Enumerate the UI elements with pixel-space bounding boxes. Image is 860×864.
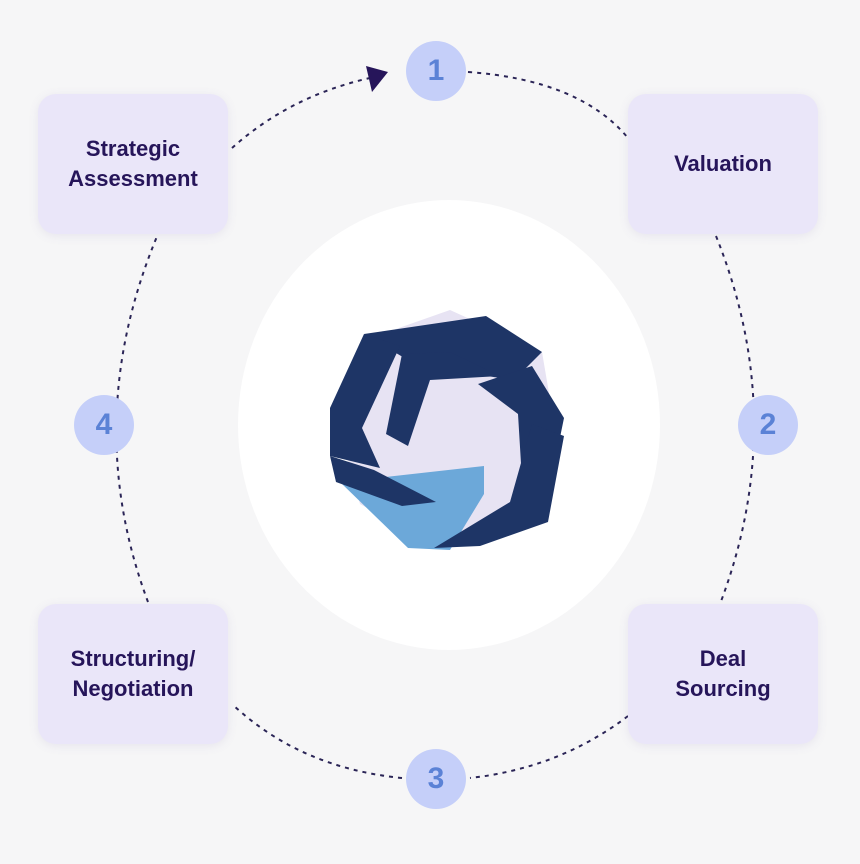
step-number-badge: 4 [74,395,134,455]
ring-segment-2-3 [715,235,755,605]
logo-blade-lower-left [330,456,436,506]
ring-segment-5-6 [115,233,159,603]
step-label-line: Assessment [68,166,198,191]
step-label-line: Deal [699,646,747,671]
ring-segment-1-2 [467,71,629,139]
logo-blade-center [386,352,500,446]
step-number-badge: 2 [738,395,798,455]
ring-segment-4-5 [231,703,403,779]
step-card-strategic-assessment: Strategic Assessment [38,94,228,234]
step-card-structuring-negotiation: Structuring/ Negotiation [38,604,228,744]
ring-segment-6-7 [231,77,371,149]
step-number-badge: 1 [406,41,466,101]
hexagonal-aperture-logo-icon [330,310,564,550]
ring-segment-3-4 [469,715,629,779]
step-card-deal-sourcing: Deal Sourcing [628,604,818,744]
step-label-line: Negotiation [72,676,194,701]
step-label-line: Valuation [674,151,772,176]
arrowhead-icon [366,66,388,92]
step-card-valuation: Valuation [628,94,818,234]
step-label-line: Strategic [85,136,181,161]
step-label-line: Structuring/ [70,646,196,671]
logo-blade-left [330,334,400,468]
logo-blade-lower-right [434,424,564,548]
step-number-badge: 3 [406,749,466,809]
logo-blade-top [364,316,542,380]
step-label-line: Sourcing [675,676,771,701]
